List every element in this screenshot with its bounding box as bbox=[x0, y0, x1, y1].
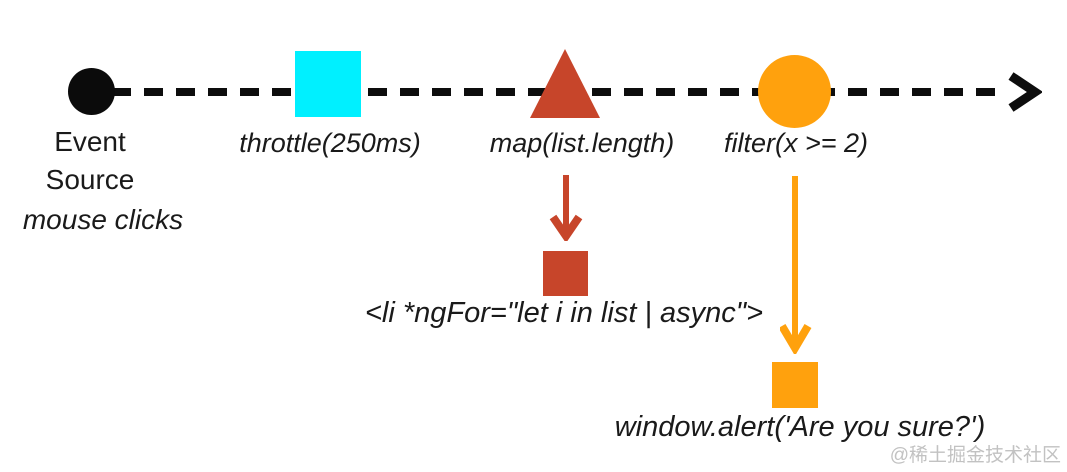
ngfor-output-marker bbox=[543, 251, 588, 296]
event-source-label: Event Source bbox=[25, 123, 155, 199]
arrow-right-icon bbox=[1008, 72, 1042, 112]
map-marker bbox=[530, 49, 600, 118]
filter-label: filter(x >= 2) bbox=[723, 128, 869, 158]
arrow-down-icon bbox=[549, 175, 583, 241]
alert-code-label: window.alert('Are you sure?') bbox=[614, 411, 986, 443]
event-source-label-line2: Source bbox=[45, 164, 135, 195]
arrow-down-icon bbox=[780, 176, 812, 354]
alert-output-marker bbox=[772, 362, 818, 408]
map-label: map(list.length) bbox=[489, 128, 675, 158]
ngfor-code-label: <li *ngFor="let i in list | async"> bbox=[364, 297, 764, 329]
event-source-sublabel: mouse clicks bbox=[22, 204, 184, 235]
event-source-marker bbox=[68, 68, 115, 115]
throttle-marker bbox=[295, 51, 361, 117]
filter-marker bbox=[758, 55, 831, 128]
watermark: @稀土掘金技术社区 bbox=[889, 445, 1061, 466]
event-source-label-line1: Event bbox=[54, 126, 126, 157]
throttle-label: throttle(250ms) bbox=[239, 128, 421, 158]
